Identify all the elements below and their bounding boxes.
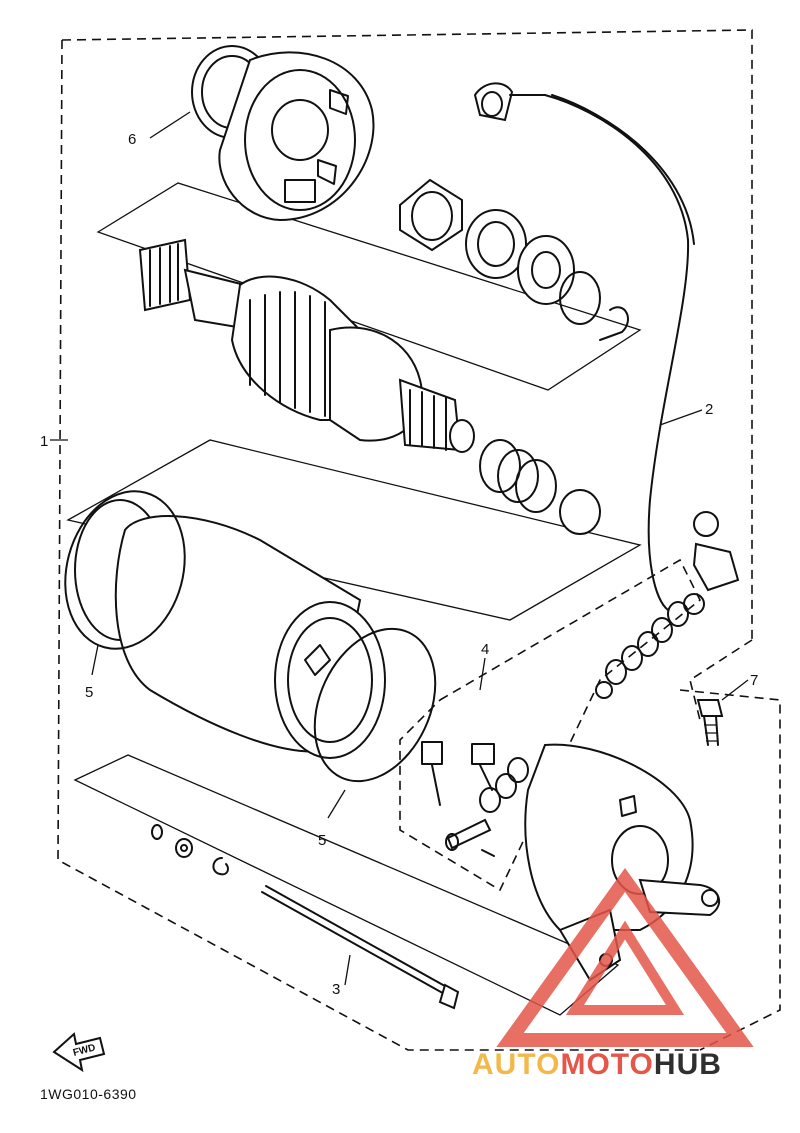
rear-cover <box>524 743 721 982</box>
watermark-logo-icon <box>496 868 754 1047</box>
callout-7: 7 <box>750 672 758 689</box>
watermark-part-auto: AUTO <box>472 1048 561 1081</box>
yoke-housing <box>74 499 386 759</box>
watermark-part-moto: MOTO <box>560 1048 654 1081</box>
callout-1: 1 <box>40 433 48 450</box>
callout-2: 2 <box>705 401 713 418</box>
forward-arrow-icon: FWD <box>52 1032 106 1073</box>
brush-holder <box>421 741 529 857</box>
callout-5a: 5 <box>85 684 93 701</box>
armature <box>138 238 475 453</box>
callout-4: 4 <box>481 641 489 658</box>
watermark-part-hub: HUB <box>653 1048 722 1081</box>
terminal-bolt <box>595 511 740 699</box>
callout-6: 6 <box>128 131 136 148</box>
mounting-bolt <box>696 699 724 746</box>
lead-wire <box>473 82 695 611</box>
brush-holder-boundary <box>399 558 702 892</box>
diagram-code: 1WG010-6390 <box>40 1086 137 1102</box>
through-bolt <box>261 885 460 1010</box>
o-rings <box>64 490 437 783</box>
callout-3: 3 <box>332 981 340 998</box>
callout-5b: 5 <box>318 832 326 849</box>
guide-plates <box>66 182 642 1016</box>
callout-labels: 6 1 2 3 4 5 5 7 <box>40 131 758 998</box>
leader-lines <box>50 111 749 986</box>
armature-washers <box>479 439 601 535</box>
front-cover <box>191 45 375 222</box>
bearings-and-washers <box>399 178 629 341</box>
watermark-text: AUTOMOTOHUB <box>472 1048 722 1082</box>
small-washers <box>151 824 229 876</box>
